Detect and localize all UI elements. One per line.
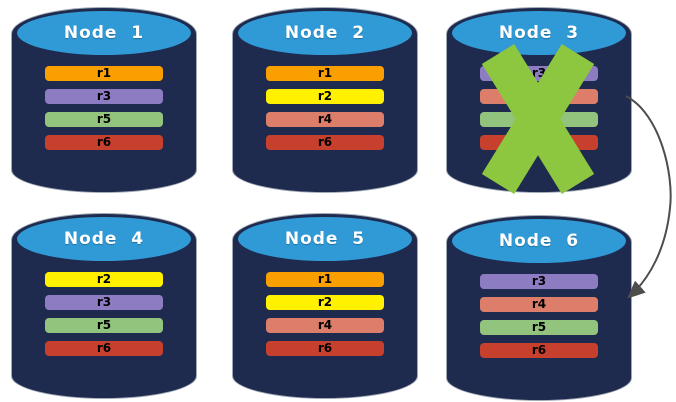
replica-bar: r2 xyxy=(266,295,384,310)
replica-bar-label: r1 xyxy=(96,66,112,80)
node-3: Node 3 r3 xyxy=(447,8,631,194)
replica-bar: r6 xyxy=(266,135,384,150)
replica-bars: r1 r2 r4 r6 xyxy=(266,66,384,158)
node-title: Node 6 xyxy=(498,231,580,251)
replica-bar-label: r4 xyxy=(317,112,333,126)
replica-bar: r3 xyxy=(45,89,163,104)
replica-bar-label: r6 xyxy=(531,343,547,357)
replica-bar-label: r2 xyxy=(317,295,333,309)
replica-bar: r6 xyxy=(45,135,163,150)
node-title: Node 1 xyxy=(63,23,145,43)
failover-arrow xyxy=(625,95,672,299)
replica-bar-label: r3 xyxy=(96,89,112,103)
replica-bar: r5 xyxy=(45,318,163,333)
node-title: Node 3 xyxy=(498,23,580,43)
replica-bar-label: r6 xyxy=(96,135,112,149)
replica-bar: r6 xyxy=(480,343,598,358)
replica-bar: r3 xyxy=(480,274,598,289)
node-1: Node 1 r1 r3 r5 r6 xyxy=(12,8,196,192)
node-title: Node 2 xyxy=(284,23,366,43)
failure-x-icon xyxy=(481,44,595,194)
node-6: Node 6 r3 r4 r5 r6 xyxy=(447,216,631,400)
node-2: Node 2 r1 r2 r4 r6 xyxy=(233,8,417,192)
replica-bar-label: r2 xyxy=(317,89,333,103)
replica-bar-label: r1 xyxy=(317,272,333,286)
replica-bar: r5 xyxy=(480,320,598,335)
replica-bar-label: r3 xyxy=(96,295,112,309)
replica-bar: r2 xyxy=(45,272,163,287)
cylinder-top: Node 4 xyxy=(17,217,191,261)
replica-bar-label: r6 xyxy=(317,341,333,355)
replica-bar-label: r4 xyxy=(317,318,333,332)
node-5: Node 5 r1 r2 r4 r6 xyxy=(233,214,417,398)
cylinder-top: Node 5 xyxy=(238,217,412,261)
replica-bar: r1 xyxy=(266,272,384,287)
replica-bar-label: r6 xyxy=(317,135,333,149)
replica-bar: r4 xyxy=(266,318,384,333)
cylinder-top: Node 2 xyxy=(238,11,412,55)
replica-bar-label: r5 xyxy=(96,318,112,332)
replica-bars: r2 r3 r5 r6 xyxy=(45,272,163,364)
replica-bar-label: r6 xyxy=(96,341,112,355)
replica-bar-label: r3 xyxy=(531,274,547,288)
replica-bars: r3 r4 r5 r6 xyxy=(480,274,598,366)
cylinder-top: Node 3 xyxy=(452,11,626,55)
replica-bar-label: r5 xyxy=(96,112,112,126)
replica-bar-label: r2 xyxy=(96,272,112,286)
replica-bar: r1 xyxy=(266,66,384,81)
node-title: Node 5 xyxy=(284,229,366,249)
replica-bar: r1 xyxy=(45,66,163,81)
replica-bar: r4 xyxy=(480,297,598,312)
cylinder-top: Node 6 xyxy=(452,219,626,263)
replica-bar: r2 xyxy=(266,89,384,104)
replica-bars: r1 r2 r4 r6 xyxy=(266,272,384,364)
replica-bar-label: r5 xyxy=(531,320,547,334)
replica-bar: r4 xyxy=(266,112,384,127)
replica-bar-label: r4 xyxy=(531,297,547,311)
replica-bar: r3 xyxy=(45,295,163,310)
replica-bar: r6 xyxy=(45,341,163,356)
replica-bar: r5 xyxy=(45,112,163,127)
replica-bar-label: r1 xyxy=(317,66,333,80)
replica-bar: r6 xyxy=(266,341,384,356)
replica-bars: r1 r3 r5 r6 xyxy=(45,66,163,158)
node-title: Node 4 xyxy=(63,229,145,249)
cylinder-top: Node 1 xyxy=(17,11,191,55)
node-4: Node 4 r2 r3 r5 r6 xyxy=(12,214,196,398)
